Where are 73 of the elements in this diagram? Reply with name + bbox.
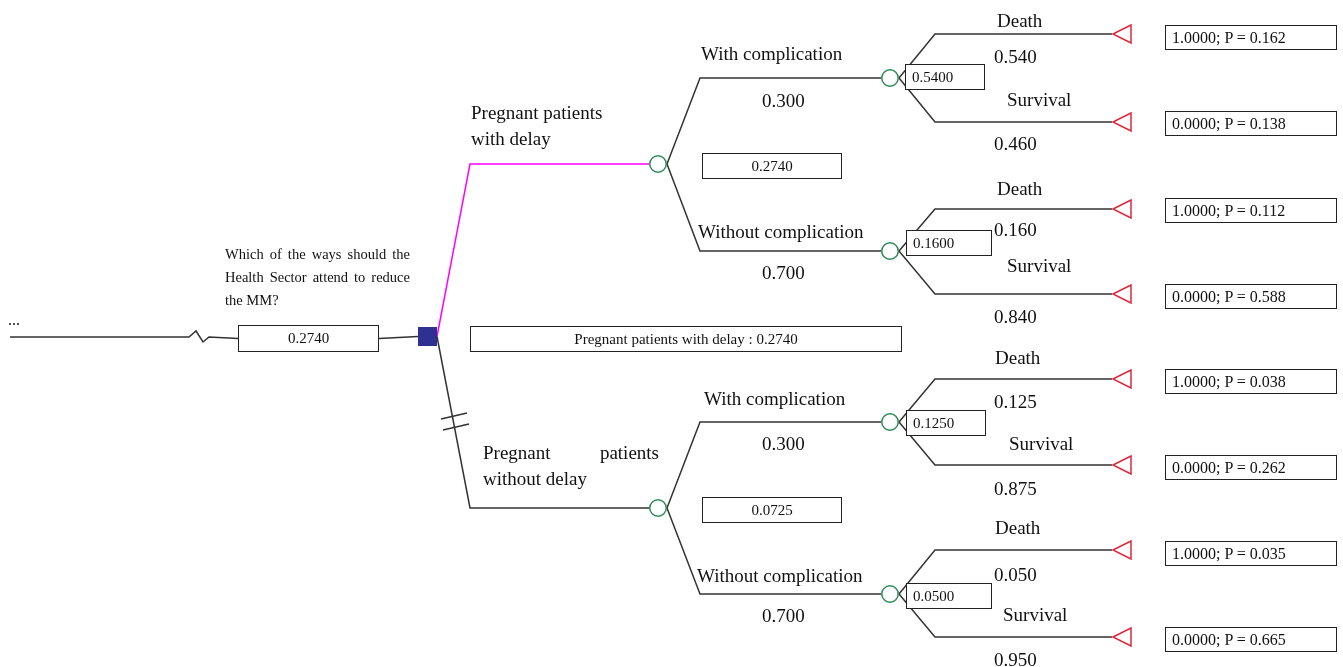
branch-line — [898, 250, 1113, 295]
terminal-triangle — [1112, 540, 1132, 560]
probability-label: 0.460 — [994, 132, 1037, 156]
result-box: 0.0000; P = 0.262 — [1165, 455, 1337, 480]
chance-circle — [649, 499, 667, 517]
branch-line — [898, 378, 1113, 423]
probability-label: 0.300 — [762, 432, 805, 456]
chance-circle — [881, 69, 899, 87]
probability-label: 0.050 — [994, 563, 1037, 587]
probability-label: 0.160 — [994, 218, 1037, 242]
branch-line — [9, 329, 239, 344]
result-box: 0.0000; P = 0.665 — [1165, 627, 1337, 652]
probability-label: 0.875 — [994, 477, 1037, 501]
value-box: 0.0500 — [906, 583, 992, 609]
probability-label: 0.950 — [994, 648, 1037, 667]
branch-line — [898, 77, 1113, 123]
probability-label: 0.300 — [762, 89, 805, 113]
terminal-triangle — [1112, 24, 1132, 44]
branch-label: Survival — [1009, 432, 1074, 456]
branch-line — [898, 549, 1113, 595]
result-box: 1.0000; P = 0.038 — [1165, 369, 1337, 394]
branch-label: Death — [995, 346, 1041, 370]
terminal-triangle — [1112, 112, 1132, 132]
probability-label: 0.840 — [994, 305, 1037, 329]
result-box: 0.0000; P = 0.138 — [1165, 111, 1337, 136]
chance-circle — [649, 155, 667, 173]
result-box: 1.0000; P = 0.162 — [1165, 25, 1337, 50]
terminal-triangle — [1112, 627, 1132, 647]
branch-label: Pregnant patients without delay — [483, 441, 659, 491]
branch-label: Survival — [1007, 88, 1072, 112]
branch-label: Death — [997, 9, 1043, 33]
terminal-triangle — [1112, 284, 1132, 304]
branch-line — [378, 335, 419, 340]
chance-circle — [881, 242, 899, 260]
terminal-triangle — [1112, 199, 1132, 219]
branch-label: Without complication — [698, 220, 864, 244]
branch-label: Survival — [1003, 603, 1068, 627]
value-box: 0.1250 — [906, 410, 986, 436]
branch-line — [898, 208, 1113, 252]
probability-label: 0.125 — [994, 390, 1037, 414]
branch-label: With complication — [701, 42, 843, 66]
chance-circle — [881, 413, 899, 431]
branch-label: With complication — [704, 387, 846, 411]
branch-label: Survival — [1007, 254, 1072, 278]
branch-line — [898, 421, 1113, 466]
value-box: Pregnant patients with delay : 0.2740 — [470, 326, 902, 352]
result-box: 0.0000; P = 0.588 — [1165, 284, 1337, 309]
result-box: 1.0000; P = 0.112 — [1165, 198, 1337, 223]
value-box: 0.1600 — [906, 230, 992, 256]
branch-label: Pregnant patients with delay — [471, 101, 604, 151]
question-text: Which of the ways should the Health Sector attend to reduce the MM? — [225, 245, 410, 310]
probability-label: 0.700 — [762, 604, 805, 628]
branch-line — [666, 421, 882, 509]
value-box: 0.2740 — [702, 153, 842, 179]
branch-line — [666, 507, 882, 595]
branch-line — [666, 77, 882, 165]
branch-label: Death — [997, 177, 1043, 201]
branch-line — [898, 593, 1113, 638]
value-box: 0.5400 — [905, 64, 985, 90]
branch-label: Death — [995, 516, 1041, 540]
terminal-triangle — [1112, 455, 1132, 475]
decision-square — [418, 327, 437, 346]
probability-label: 0.540 — [994, 45, 1037, 69]
branch-label: Without complication — [697, 564, 863, 588]
branch-line — [666, 163, 882, 252]
result-box: 1.0000; P = 0.035 — [1165, 541, 1337, 566]
value-box: 0.0725 — [702, 497, 842, 523]
value-box: 0.2740 — [238, 325, 379, 352]
branch-line — [898, 33, 1113, 79]
terminal-triangle — [1112, 369, 1132, 389]
ellipsis-text: ... — [8, 313, 32, 337]
chance-circle — [881, 585, 899, 603]
probability-label: 0.700 — [762, 261, 805, 285]
